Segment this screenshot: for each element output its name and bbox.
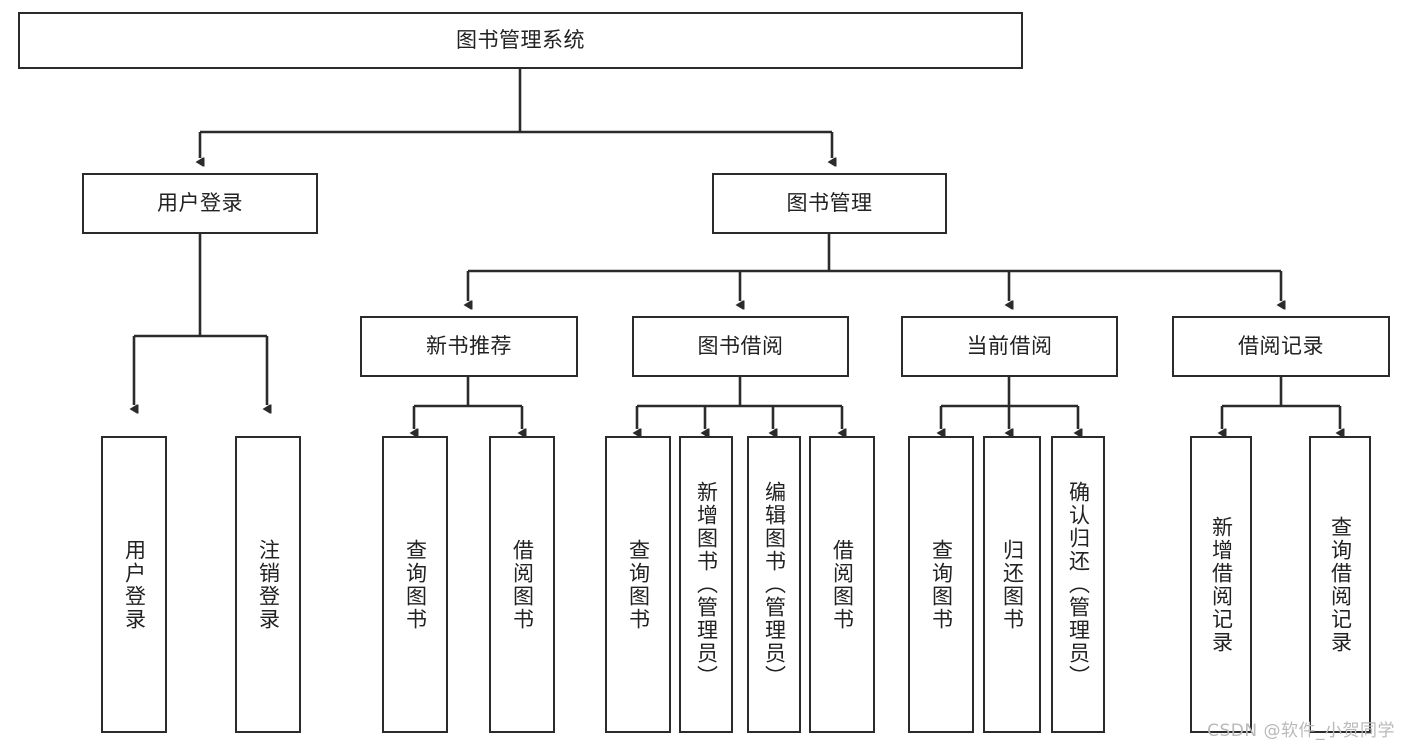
node-leaf-query-book-current[interactable]: 查询图书 [908, 436, 974, 733]
node-book-borrow-label: 图书借阅 [697, 334, 784, 359]
node-leaf-query-book-borrow-label: 查询图书 [626, 538, 651, 631]
node-leaf-borrow-book-label: 借阅图书 [830, 538, 855, 631]
node-leaf-edit-book-admin[interactable]: 编辑图书（管理员） [747, 436, 801, 733]
node-leaf-user-login[interactable]: 用户登录 [101, 436, 167, 733]
node-new-book-rec[interactable]: 新书推荐 [360, 316, 578, 377]
node-current-borrow-label: 当前借阅 [966, 334, 1053, 359]
node-new-book-rec-label: 新书推荐 [426, 334, 512, 359]
node-leaf-logout[interactable]: 注销登录 [235, 436, 301, 733]
node-leaf-borrow-book[interactable]: 借阅图书 [809, 436, 875, 733]
node-leaf-query-borrow-record-label: 查询借阅记录 [1328, 515, 1353, 654]
node-borrow-record-label: 借阅记录 [1238, 334, 1324, 359]
node-leaf-add-borrow-record-label: 新增借阅记录 [1209, 515, 1234, 654]
node-leaf-user-login-label: 用户登录 [122, 538, 147, 631]
node-leaf-query-book-rec[interactable]: 查询图书 [382, 436, 448, 733]
node-leaf-edit-book-admin-label: 编辑图书（管理员） [762, 481, 787, 688]
node-leaf-query-book-borrow[interactable]: 查询图书 [605, 436, 671, 733]
node-leaf-add-borrow-record[interactable]: 新增借阅记录 [1190, 436, 1252, 733]
node-leaf-query-borrow-record[interactable]: 查询借阅记录 [1309, 436, 1371, 733]
node-leaf-query-book-current-label: 查询图书 [929, 538, 954, 631]
node-root[interactable]: 图书管理系统 [18, 12, 1023, 69]
node-leaf-confirm-return-admin-label: 确认归还（管理员） [1066, 481, 1091, 688]
node-leaf-confirm-return-admin[interactable]: 确认归还（管理员） [1051, 436, 1105, 733]
node-book-mgmt-label: 图书管理 [786, 191, 873, 216]
node-leaf-add-book-admin[interactable]: 新增图书（管理员） [679, 436, 733, 733]
node-leaf-return-book-label: 归还图书 [1000, 538, 1025, 631]
node-leaf-add-book-admin-label: 新增图书（管理员） [694, 481, 719, 688]
node-leaf-borrow-book-rec-label: 借阅图书 [510, 538, 535, 631]
node-leaf-borrow-book-rec[interactable]: 借阅图书 [489, 436, 555, 733]
node-user-login[interactable]: 用户登录 [82, 173, 318, 234]
node-book-mgmt[interactable]: 图书管理 [712, 173, 947, 234]
node-leaf-logout-label: 注销登录 [256, 538, 281, 631]
node-leaf-query-book-rec-label: 查询图书 [403, 538, 428, 631]
node-leaf-return-book[interactable]: 归还图书 [983, 436, 1041, 733]
node-root-label: 图书管理系统 [456, 28, 585, 53]
node-book-borrow[interactable]: 图书借阅 [632, 316, 849, 377]
node-current-borrow[interactable]: 当前借阅 [901, 316, 1118, 377]
node-borrow-record[interactable]: 借阅记录 [1172, 316, 1390, 377]
node-user-login-label: 用户登录 [157, 191, 243, 216]
